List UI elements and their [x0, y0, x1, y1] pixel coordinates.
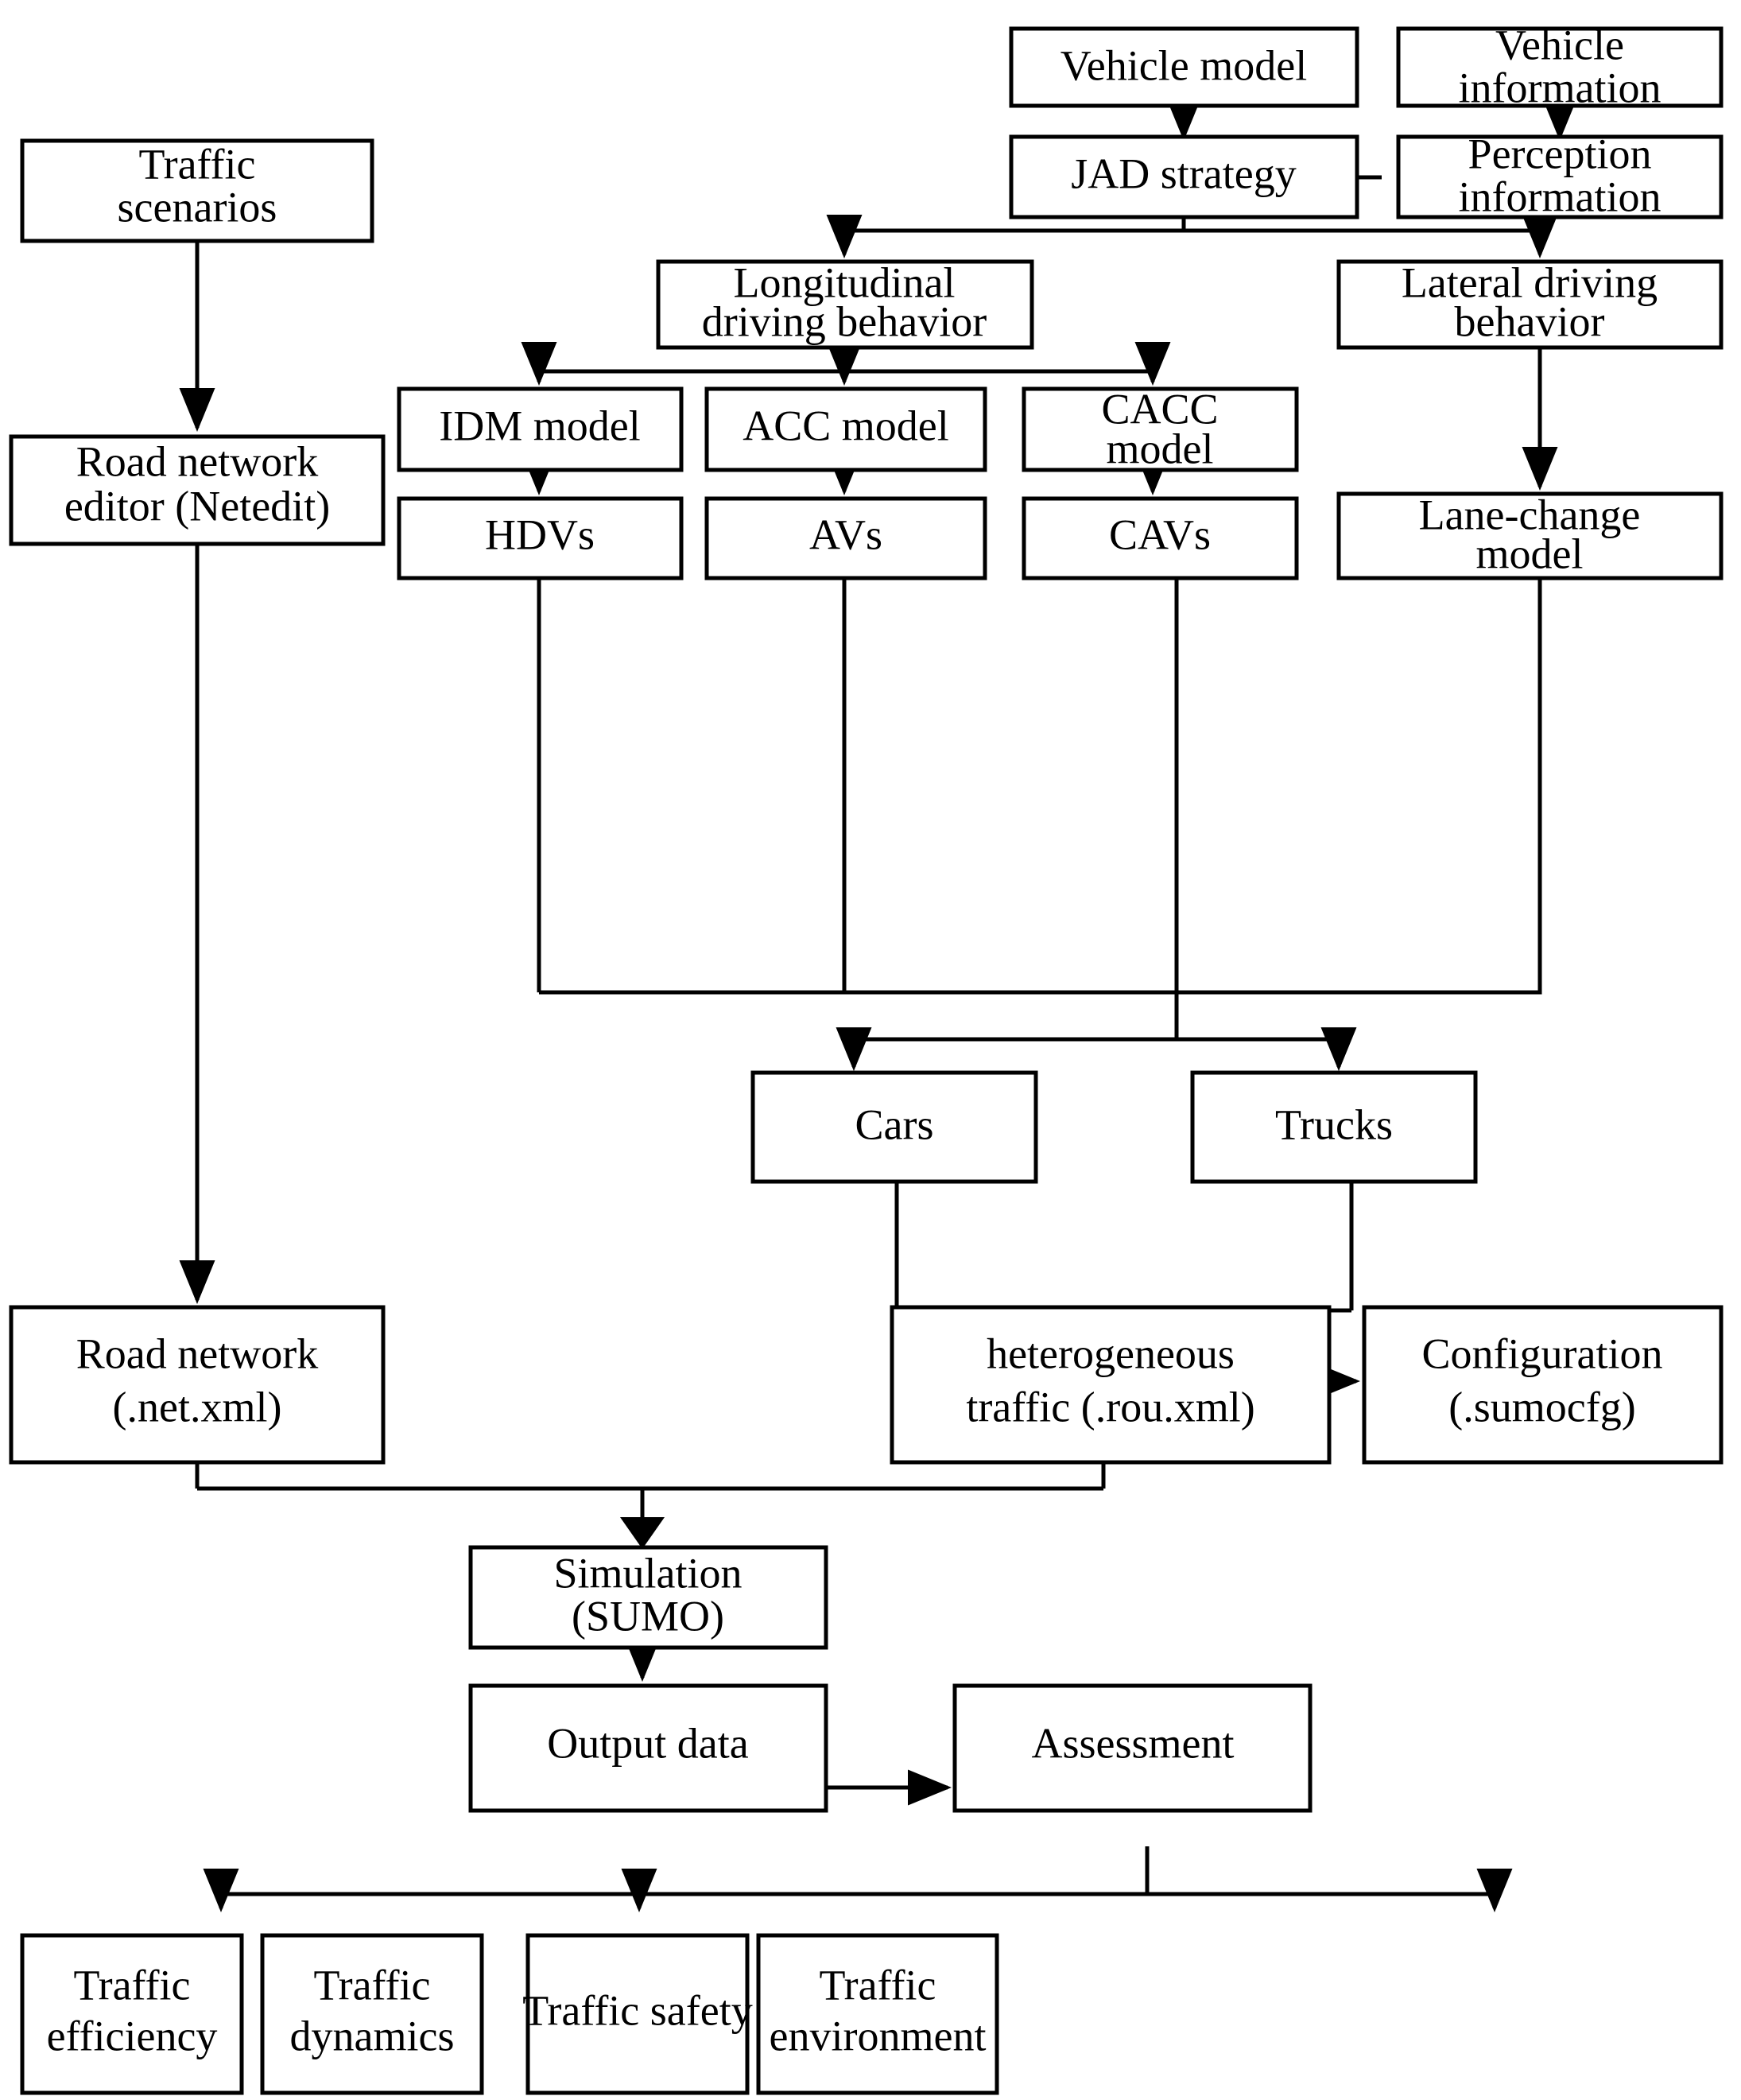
node-assessment[interactable]: Assessment: [952, 1683, 1313, 1813]
edge-vehicletypes-merge-bus: [537, 578, 1339, 995]
node-perception-information-line-1: Perception: [1468, 130, 1652, 177]
node-traffic-scenarios[interactable]: Traffic scenarios: [20, 138, 374, 243]
node-assessment-line-1: Assessment: [1032, 1719, 1235, 1767]
node-idm-model-line-1: IDM model: [439, 402, 640, 449]
node-traffic-safety-line-1: Traffic safety: [522, 1986, 752, 2034]
arrow-to-simulation: [620, 1517, 665, 1549]
node-heterogeneous-traffic-line-2: traffic (.rou.xml): [966, 1383, 1254, 1430]
node-longitudinal-behavior-line-2: driving behavior: [702, 297, 987, 345]
node-jad-strategy-line-1: JAD strategy: [1071, 149, 1296, 197]
node-avs[interactable]: AVs: [704, 496, 987, 580]
node-traffic-dynamics-line-2: dynamics: [290, 2012, 455, 2059]
node-lane-change-model[interactable]: Lane-change model: [1336, 491, 1724, 580]
node-traffic-environment-line-1: Traffic: [820, 1961, 936, 2009]
edge-lanechange-merge: [1339, 578, 1542, 995]
edge-longitudinal-bus: [539, 347, 1153, 374]
node-traffic-environment[interactable]: Traffic environment: [756, 1933, 999, 2095]
connectors: [179, 97, 1578, 1912]
node-configuration-line-1: Configuration: [1422, 1329, 1663, 1377]
node-simulation-line-2: (SUMO): [572, 1592, 724, 1640]
node-vehicle-information-line-1: Vehicle: [1495, 21, 1624, 68]
node-traffic-dynamics[interactable]: Traffic dynamics: [260, 1933, 484, 2095]
node-lateral-behavior-line-1: Lateral driving: [1402, 258, 1658, 306]
edge-files-to-simulation-bus: [195, 1462, 1106, 1533]
node-traffic-dynamics-line-1: Traffic: [314, 1961, 431, 2009]
node-lateral-behavior-line-2: behavior: [1455, 297, 1605, 345]
node-heterogeneous-traffic[interactable]: heterogeneous traffic (.rou.xml): [890, 1305, 1332, 1465]
node-road-network-file[interactable]: Road network (.net.xml): [9, 1305, 386, 1465]
node-traffic-efficiency[interactable]: Traffic efficiency: [20, 1933, 244, 2095]
node-traffic-scenarios-line-2: scenarios: [118, 183, 277, 231]
node-vehicle-model[interactable]: Vehicle model: [1009, 26, 1359, 108]
node-road-network-editor-line-1: Road network: [76, 437, 318, 485]
node-traffic-scenarios-line-1: Traffic: [139, 140, 256, 188]
edge-cars-trucks-merge: [894, 1182, 1354, 1338]
node-road-network-file-line-1: Road network: [76, 1329, 318, 1377]
node-lateral-behavior[interactable]: Lateral driving behavior: [1336, 258, 1724, 350]
edge-assessment-bus: [221, 1846, 1495, 1896]
node-trucks[interactable]: Trucks: [1190, 1070, 1478, 1184]
node-vehicle-information[interactable]: Vehicle information: [1396, 21, 1724, 111]
node-traffic-safety[interactable]: Traffic safety: [522, 1933, 753, 2095]
node-cavs[interactable]: CAVs: [1022, 496, 1299, 580]
node-avs-line-1: AVs: [809, 510, 882, 558]
node-cavs-line-1: CAVs: [1109, 510, 1211, 558]
node-configuration-line-2: (.sumocfg): [1448, 1383, 1635, 1430]
node-lane-change-model-line-2: model: [1476, 530, 1584, 577]
node-heterogeneous-traffic-line-1: heterogeneous: [987, 1329, 1235, 1377]
edge-cars-trucks-split: [854, 992, 1339, 1042]
node-output-data[interactable]: Output data: [468, 1683, 828, 1813]
node-cacc-model-line-2: model: [1107, 425, 1214, 472]
edge-jad-bus: [844, 217, 1540, 233]
node-idm-model[interactable]: IDM model: [397, 386, 684, 472]
node-vehicle-information-line-2: information: [1459, 64, 1662, 111]
node-trucks-line-1: Trucks: [1275, 1100, 1393, 1148]
node-output-data-line-1: Output data: [547, 1719, 748, 1767]
node-road-network-editor[interactable]: Road network editor (Netedit): [9, 434, 386, 546]
node-cacc-model-line-1: CACC: [1101, 385, 1218, 433]
node-hdvs-line-1: HDVs: [485, 510, 595, 558]
node-acc-model[interactable]: ACC model: [704, 386, 987, 472]
node-cars[interactable]: Cars: [750, 1070, 1038, 1184]
node-simulation-line-1: Simulation: [553, 1549, 742, 1597]
node-cacc-model[interactable]: CACC model: [1022, 385, 1299, 472]
node-lane-change-model-line-1: Lane-change: [1419, 491, 1641, 538]
node-longitudinal-behavior[interactable]: Longitudinal driving behavior: [656, 258, 1034, 350]
node-road-network-file-line-2: (.net.xml): [113, 1383, 282, 1430]
node-longitudinal-behavior-line-1: Longitudinal: [734, 258, 956, 306]
node-road-network-editor-line-2: editor (Netedit): [64, 482, 330, 530]
node-configuration[interactable]: Configuration (.sumocfg): [1362, 1305, 1724, 1465]
node-traffic-efficiency-line-1: Traffic: [74, 1961, 191, 2009]
node-perception-information-line-2: information: [1459, 173, 1662, 220]
node-jad-strategy[interactable]: JAD strategy: [1009, 134, 1359, 219]
node-hdvs[interactable]: HDVs: [397, 496, 684, 580]
node-perception-information[interactable]: Perception information: [1396, 130, 1724, 220]
node-cars-line-1: Cars: [855, 1100, 934, 1148]
node-acc-model-line-1: ACC model: [743, 402, 949, 449]
node-vehicle-model-line-1: Vehicle model: [1060, 41, 1307, 89]
node-traffic-efficiency-line-2: efficiency: [47, 2012, 218, 2059]
node-simulation[interactable]: Simulation (SUMO): [468, 1545, 828, 1650]
node-traffic-environment-line-2: environment: [770, 2012, 987, 2059]
